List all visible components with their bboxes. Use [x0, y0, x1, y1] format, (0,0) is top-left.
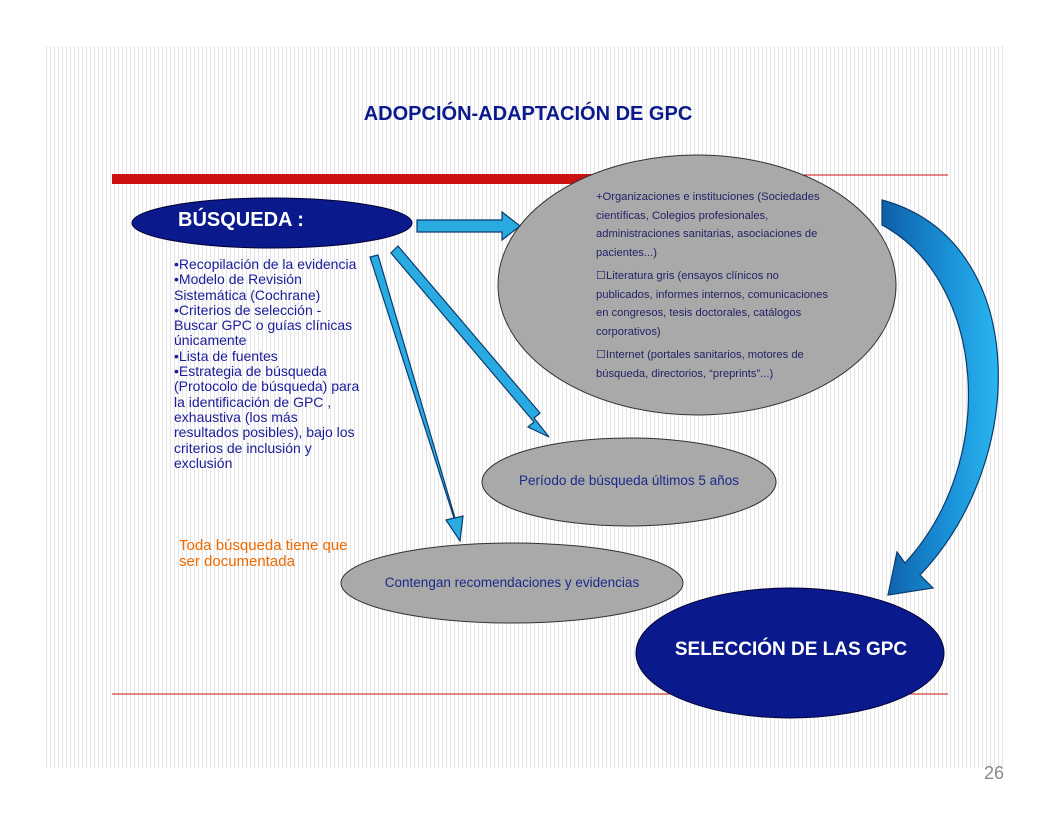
- period-label: Período de búsqueda últimos 5 años: [519, 473, 739, 488]
- list-item: Estrategia de búsqueda (Protocolo de bús…: [174, 363, 364, 471]
- sources-oval: [497, 154, 897, 416]
- list-item: Lista de fuentes: [174, 348, 364, 364]
- source-item: ☐Internet (portales sanitarios, motores …: [596, 349, 804, 380]
- list-item: Recopilación de la evidencia: [174, 256, 364, 272]
- arrow-to-sources: [416, 210, 521, 242]
- recommendations-label: Contengan recomendaciones y evidencias: [384, 575, 640, 590]
- top-red-bar: [112, 174, 602, 184]
- selection-label: SELECCIÓN DE LAS GPC: [674, 639, 908, 660]
- search-label: BÚSQUEDA :: [178, 209, 304, 231]
- sources-text: +Organizaciones e instituciones (Socieda…: [596, 188, 828, 388]
- list-item: Criterios de selección - Buscar GPC o gu…: [174, 302, 364, 349]
- arrow-to-period: [390, 245, 550, 438]
- curved-arrow-to-selection: [881, 199, 999, 596]
- slide-title: ADOPCIÓN-ADAPTACIÓN DE GPC: [363, 103, 693, 125]
- documentation-note: Toda búsqueda tiene que ser documentada: [179, 537, 348, 570]
- period-oval: [481, 437, 777, 527]
- search-items-list: Recopilación de la evidencia Modelo de R…: [174, 256, 364, 471]
- search-oval: [131, 197, 413, 249]
- arrow-to-recommendations: [369, 254, 464, 543]
- page-number: 26: [983, 763, 1004, 783]
- list-item: Modelo de Revisión Sistemática (Cochrane…: [174, 272, 364, 303]
- source-item: +Organizaciones e instituciones (Socieda…: [596, 191, 820, 259]
- recommendations-oval: [340, 542, 684, 624]
- source-item: ☐Literatura gris (ensayos clínicos no pu…: [596, 270, 828, 338]
- selection-oval: [635, 587, 945, 719]
